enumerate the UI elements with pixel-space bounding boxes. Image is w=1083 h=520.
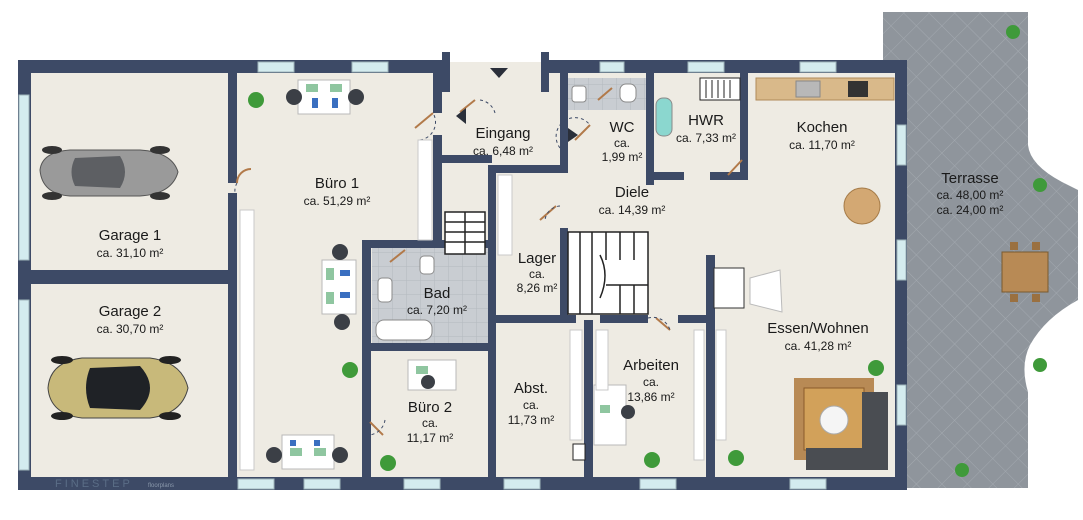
label-terrasse-area1: ca. 48,00 m² [937, 188, 1004, 202]
label-arbeiten-name: Arbeiten [623, 357, 679, 374]
label-diele-area: ca. 14,39 m² [599, 203, 666, 217]
label-essen-name: Essen/Wohnen [767, 320, 868, 337]
label-terrasse-area2: ca. 24,00 m² [937, 203, 1004, 217]
abst-box [572, 443, 586, 461]
label-arbeiten-ca: ca. [643, 375, 659, 389]
label-buero1-area: ca. 51,29 m² [304, 194, 371, 208]
label-eingang-name: Eingang [475, 125, 530, 142]
shelves [239, 139, 727, 471]
label-lager-name: Lager [518, 250, 556, 267]
kitchen-counter [755, 77, 895, 101]
label-buero1-name: Büro 1 [315, 175, 359, 192]
label-terrasse-name: Terrasse [941, 170, 999, 187]
label-wc-area: 1,99 m² [602, 150, 643, 164]
office-chairs [266, 89, 635, 463]
coffee-table [819, 405, 849, 435]
label-wc-name: WC [610, 119, 635, 136]
label-buero2-name: Büro 2 [408, 399, 452, 416]
label-lager-area: 8,26 m² [517, 281, 558, 295]
kitchen-stove [848, 81, 868, 97]
label-kochen-area: ca. 11,70 m² [789, 138, 855, 152]
label-diele-name: Diele [615, 184, 649, 201]
label-kochen-name: Kochen [797, 119, 848, 136]
terrace-chairs [1010, 242, 1040, 302]
kitchen-sink [795, 80, 821, 98]
label-abst-ca: ca. [523, 398, 539, 412]
room-labels: Garage 1 ca. 31,10 m² Garage 2 ca. 30,70… [97, 112, 1004, 445]
tv-unit [713, 267, 745, 309]
car-garage2 [47, 356, 189, 420]
door-arcs [234, 99, 671, 436]
label-essen-area: ca. 41,28 m² [785, 339, 852, 353]
terrace-area [883, 12, 1078, 488]
desk-items [290, 84, 610, 456]
label-bad-name: Bad [424, 285, 451, 302]
brand-sub: floorplans [148, 483, 174, 489]
label-buero2-area: 11,17 m² [407, 431, 453, 445]
hwr-rack-lines [705, 80, 731, 98]
living-sofa [806, 392, 888, 470]
entrance-arrows [456, 68, 578, 142]
label-hwr-area: ca. 7,33 m² [676, 131, 736, 145]
label-garage2-area: ca. 30,70 m² [97, 322, 164, 336]
label-abst-name: Abst. [514, 380, 548, 397]
label-garage2-name: Garage 2 [99, 303, 162, 320]
plants [248, 25, 1047, 477]
tv-screen [749, 269, 783, 313]
bath-fixtures [375, 83, 673, 341]
label-buero2-ca: ca. [422, 416, 438, 430]
stair-main [567, 231, 649, 315]
label-hwr-name: HWR [688, 112, 724, 129]
stair-small [444, 211, 486, 255]
dining-table [843, 187, 881, 225]
label-garage1-area: ca. 31,10 m² [97, 246, 164, 260]
doors [236, 87, 743, 436]
interior-walls [31, 73, 748, 481]
label-abst-area: 11,73 m² [508, 413, 554, 427]
label-bad-area: ca. 7,20 m² [407, 303, 467, 317]
label-arbeiten-area: 13,86 m² [627, 390, 674, 404]
terrace-table [1001, 251, 1049, 293]
brand-logo: FINESTEP [55, 478, 133, 490]
label-eingang-area: ca. 6,48 m² [473, 144, 533, 158]
label-lager-ca: ca. [529, 267, 545, 281]
car-garage1 [39, 146, 179, 200]
label-garage1-name: Garage 1 [99, 227, 162, 244]
label-wc-ca: ca. [614, 136, 630, 150]
windows [18, 61, 907, 490]
